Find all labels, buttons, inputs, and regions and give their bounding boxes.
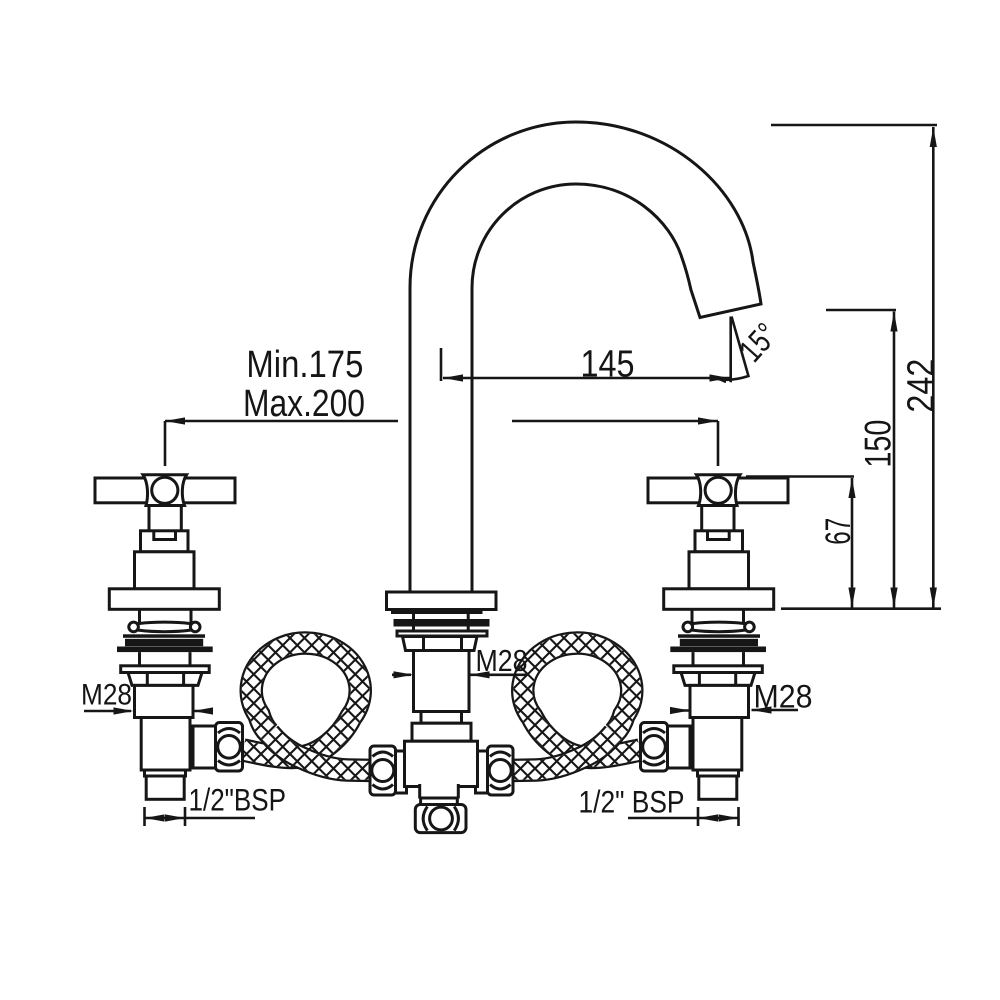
svg-text:M28: M28 xyxy=(476,643,528,678)
svg-text:1/2" BSP: 1/2" BSP xyxy=(579,784,685,820)
svg-text:150: 150 xyxy=(858,420,899,468)
svg-text:M28: M28 xyxy=(754,679,813,715)
svg-text:1/2"BSP: 1/2"BSP xyxy=(189,782,287,818)
svg-text:67: 67 xyxy=(819,518,858,545)
svg-text:Min.175: Min.175 xyxy=(246,344,363,386)
svg-text:242: 242 xyxy=(901,359,943,413)
svg-text:M28: M28 xyxy=(81,679,132,712)
svg-text:145: 145 xyxy=(581,344,635,386)
svg-text:Max.200: Max.200 xyxy=(243,383,365,425)
